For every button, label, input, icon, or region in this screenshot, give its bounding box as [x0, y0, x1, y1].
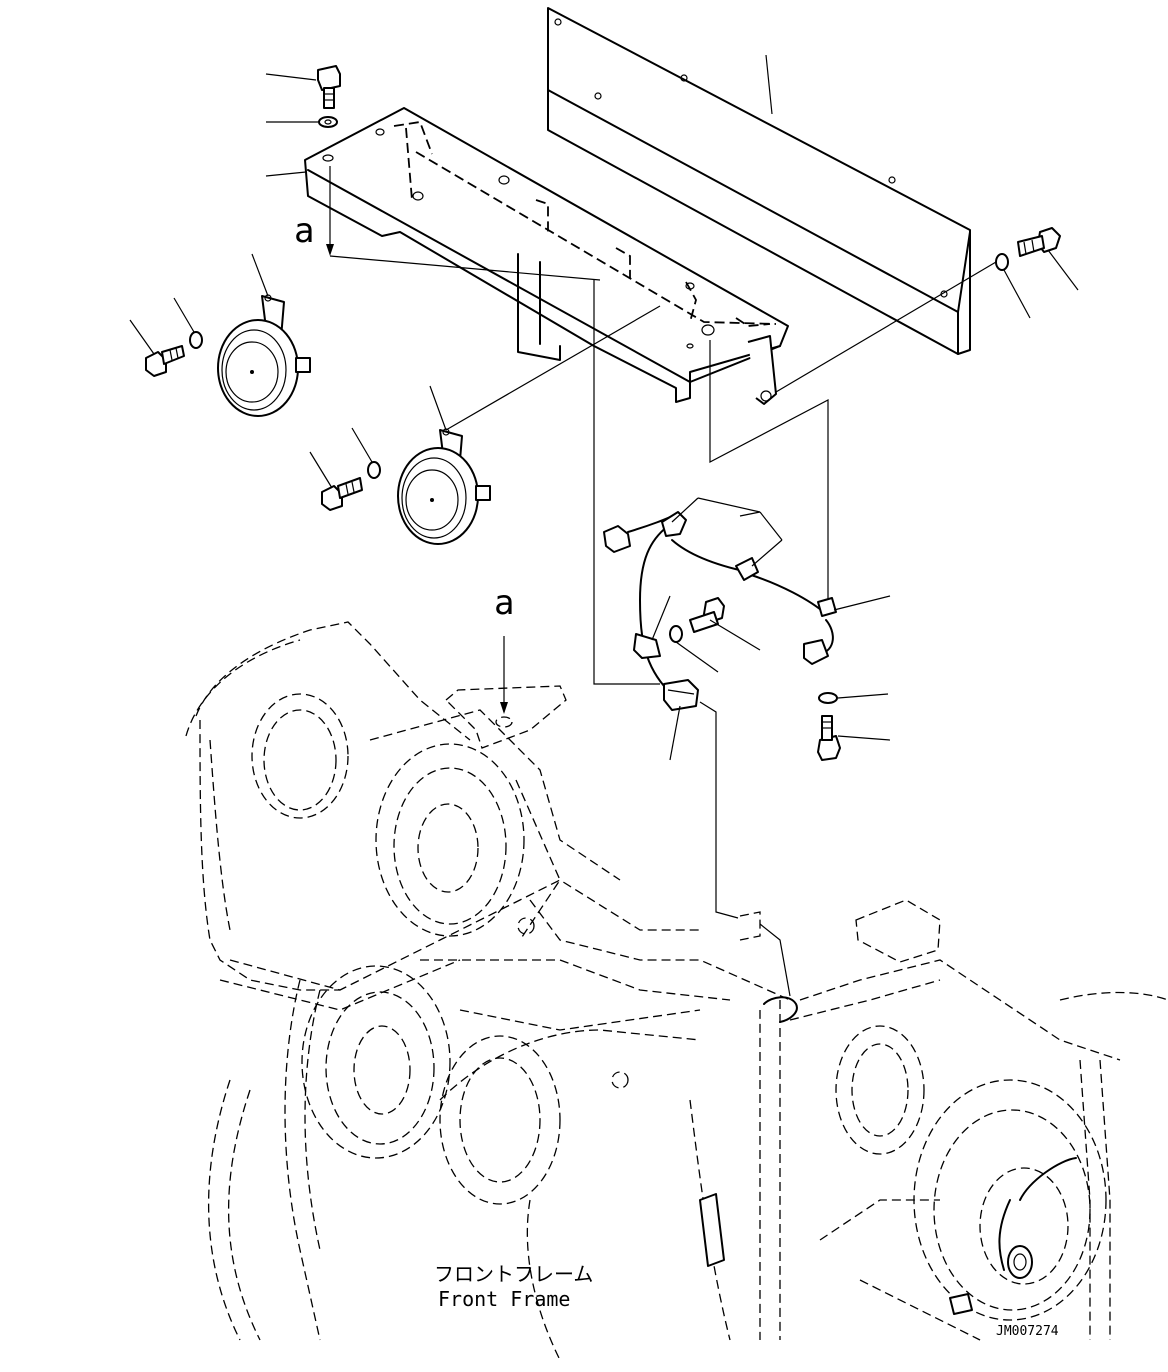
- bolt-icon: [689, 597, 725, 633]
- bolt-icon: [317, 65, 341, 109]
- washer-icon: [669, 625, 683, 643]
- washer-icon: [189, 331, 203, 349]
- bracket-icon: [304, 107, 789, 405]
- drawing-number: JM007274: [996, 1324, 1059, 1339]
- washer-icon: [995, 253, 1009, 271]
- bolt-icon: [817, 715, 841, 761]
- harness-icon: [603, 511, 837, 711]
- horn-icon: [217, 294, 311, 417]
- bolt-icon: [1017, 227, 1061, 257]
- view-marker-top: a: [294, 211, 314, 251]
- washer-icon: [318, 116, 338, 128]
- front-frame-outline: a: [185, 583, 1168, 1361]
- horn-icon: [397, 428, 491, 545]
- front-frame-label-en: Front Frame: [438, 1287, 570, 1311]
- washer-icon: [818, 692, 838, 704]
- view-marker-bottom: a: [494, 583, 514, 623]
- bolt-icon: [145, 345, 185, 377]
- front-frame-label-jp: フロントフレーム: [434, 1262, 593, 1286]
- washer-icon: [367, 461, 381, 479]
- bolt-icon: [321, 477, 363, 511]
- cover-plate-icon: [547, 7, 971, 355]
